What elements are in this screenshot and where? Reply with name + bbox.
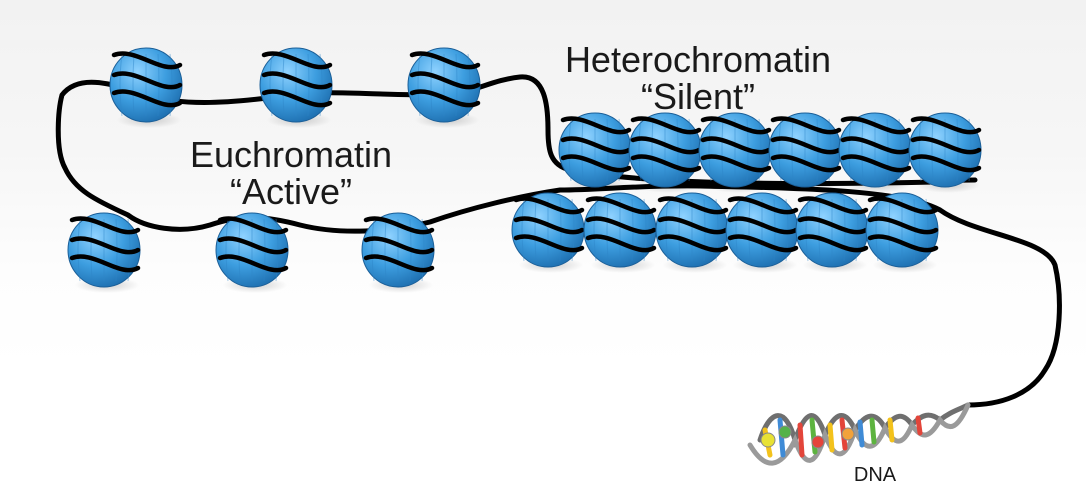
heterochromatin-nucleosome-icon <box>726 193 798 273</box>
heterochromatin-nucleosome-icon <box>656 193 728 273</box>
euchromatin-nucleosome-icon <box>68 213 140 293</box>
heterochromatin-nucleosome-icon <box>629 113 701 193</box>
heterochromatin-nucleosome-icon <box>559 113 631 193</box>
euchromatin-nucleosome-icon <box>260 48 332 128</box>
heterochromatin-nucleosome-icon <box>866 193 938 273</box>
euchromatin-label: Euchromatin “Active” <box>176 137 406 210</box>
euchromatin-nucleosome-icon <box>110 48 182 128</box>
euchromatin-state: “Active” <box>176 174 406 211</box>
euchromatin-nucleosome-icon <box>362 213 434 293</box>
heterochromatin-nucleosome-icon <box>512 193 584 273</box>
heterochromatin-label: Heterochromatin “Silent” <box>548 42 848 115</box>
heterochromatin-nucleosome-icon <box>796 193 868 273</box>
heterochromatin-title: Heterochromatin <box>548 42 848 79</box>
euchromatin-nucleosome-icon <box>408 48 480 128</box>
euchromatin-title: Euchromatin <box>176 137 406 174</box>
dna-label: DNA <box>840 465 910 485</box>
heterochromatin-state: “Silent” <box>548 79 848 116</box>
euchromatin-nucleosome-icon <box>216 213 288 293</box>
heterochromatin-nucleosome-icon <box>584 193 656 273</box>
dna-helix-icon <box>750 405 968 463</box>
